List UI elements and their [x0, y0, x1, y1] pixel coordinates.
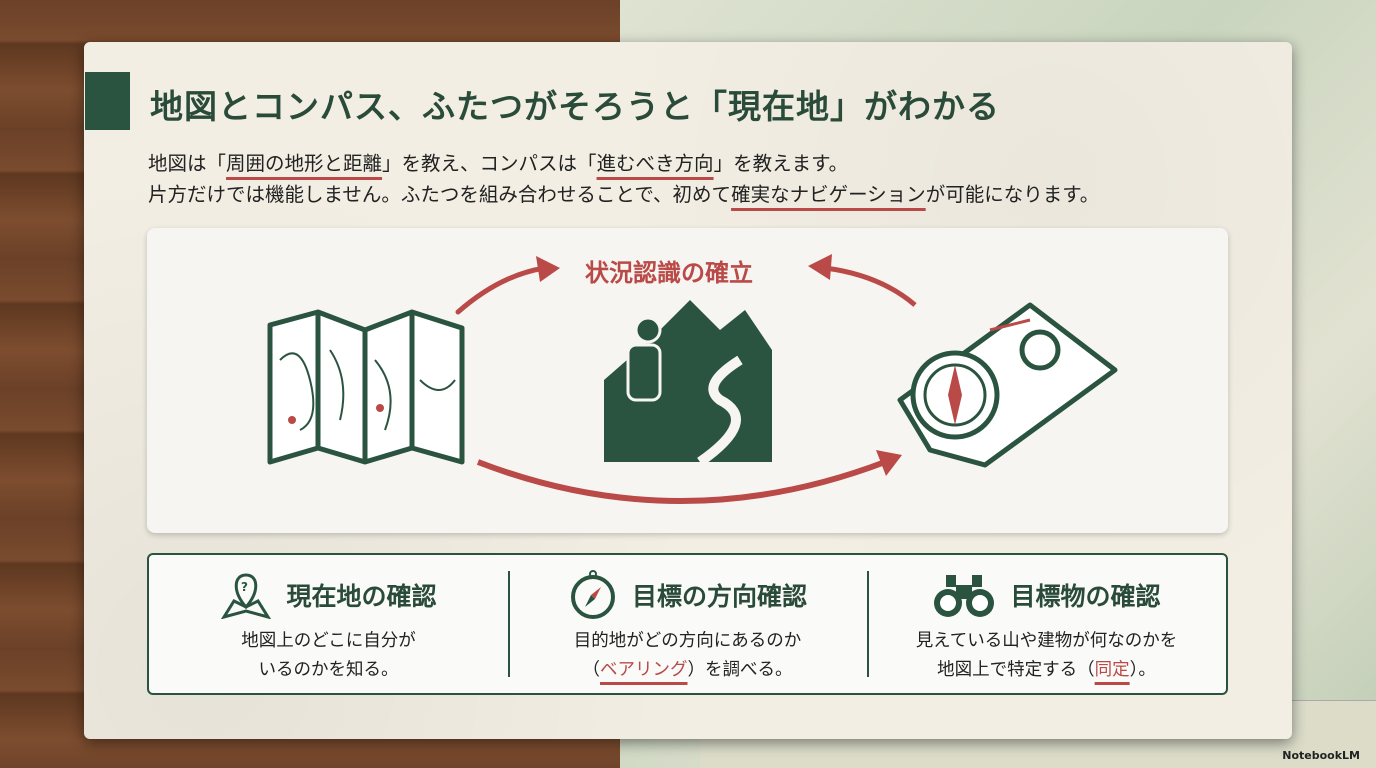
slide-title: 地図とコンパス、ふたつがそろうと「現在地」がわかる [150, 87, 1000, 126]
arrow-compass-to-label [824, 265, 917, 307]
text: （ [582, 660, 601, 680]
binoculars-icon [934, 575, 995, 617]
title-accent-bar [85, 72, 130, 130]
text: 地図は「 [148, 152, 227, 175]
text: 片方だけでは機能しません。ふたつを組み合わせることで、初めて [148, 183, 732, 206]
highlight-terrain: 周囲の地形と距離 [226, 152, 383, 175]
hiker-icon [604, 300, 772, 467]
highlight-direction: 進むべき方向 [596, 152, 714, 175]
map-pin-question-icon: ? [221, 573, 272, 619]
diagram-center-label: 状況認識の確立 [585, 259, 753, 287]
arrow-map-to-label [455, 265, 548, 315]
term-identification: 同定 [1094, 660, 1130, 680]
term-bearing: ベアリング [600, 660, 688, 680]
arrow-head-bottom [876, 450, 902, 476]
compass-icon [570, 570, 615, 619]
highlight-navigation: 確実なナビゲーション [731, 183, 926, 206]
text: ）を調べる。 [687, 660, 793, 680]
arrow-head-right [808, 254, 832, 280]
folded-map-icon [267, 309, 465, 465]
card-target-direction: 目標の方向確認 目的地がどの方向にあるのか （ベアリング）を調べる。 [508, 555, 867, 693]
text: 」を教えます。 [713, 152, 849, 175]
card-title: 目標の方向確認 [631, 582, 807, 611]
card-title: 現在地の確認 [286, 582, 437, 611]
card-body: いるのかを知る。 [258, 660, 399, 680]
arrow-map-to-compass [476, 459, 887, 504]
notebooklm-watermark: NotebookLM [1282, 749, 1360, 762]
key-points-box: ? 現在地の確認 地図上のどこに自分がいるのかを知る。 目標の方向確認 目的地がど… [147, 553, 1228, 695]
text: が可能になります。 [925, 183, 1100, 206]
card-body: 地図上のどこに自分が [241, 631, 416, 651]
baseplate-compass-icon [897, 302, 1118, 468]
text: 」を教え、コンパスは「 [382, 152, 597, 175]
arrow-head-left [536, 256, 560, 282]
card-body: 目的地がどの方向にあるのか [573, 631, 802, 651]
svg-text:?: ? [241, 580, 248, 594]
card-landmark: 目標物の確認 見えている山や建物が何なのかを地図上で特定する（同定）。 [867, 555, 1226, 693]
card-current-location: ? 現在地の確認 地図上のどこに自分がいるのかを知る。 [149, 555, 508, 693]
intro-text: 地図は「周囲の地形と距離」を教え、コンパスは「進むべき方向」を教えます。 片方だ… [148, 148, 1099, 210]
card-title: 目標物の確認 [1010, 582, 1161, 611]
card-body: 見えている山や建物が何なのかを [915, 631, 1178, 651]
text: 地図上で特定する（ [937, 660, 1095, 680]
text: ）。 [1129, 660, 1156, 680]
